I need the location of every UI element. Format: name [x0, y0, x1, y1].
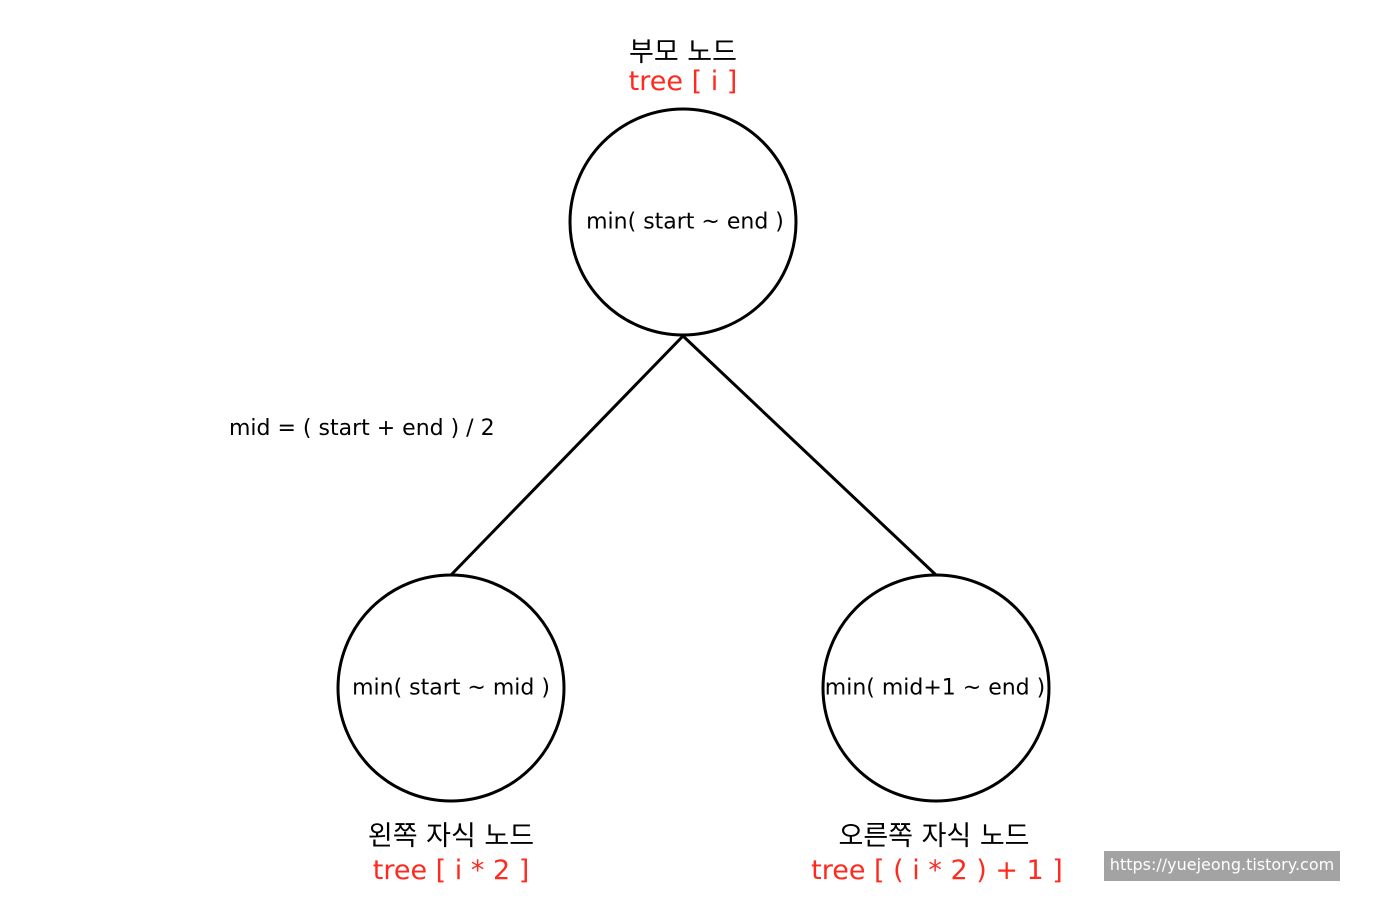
parent-node-index: tree [ i ] [628, 66, 738, 97]
edge-parent-left [449, 334, 685, 577]
left-child-node-index: tree [ i * 2 ] [372, 855, 530, 886]
blog-watermark: https://yuejeong.tistory.com [1104, 851, 1340, 881]
left-child-node-circle [336, 573, 566, 803]
parent-node-title: 부모 노드 [629, 37, 737, 68]
right-child-node-circle [821, 573, 1051, 803]
edge-parent-right [681, 334, 938, 577]
parent-node-content: min( start ~ end ) [586, 209, 784, 235]
parent-node-circle [568, 107, 798, 337]
mid-formula: mid = ( start + end ) / 2 [229, 416, 495, 441]
right-child-node-content: min( mid+1 ~ end ) [824, 675, 1046, 701]
left-child-node-title: 왼쪽 자식 노드 [367, 821, 535, 852]
left-child-node-content: min( start ~ mid ) [352, 675, 550, 701]
right-child-node-index: tree [ ( i * 2 ) + 1 ] [811, 855, 1063, 886]
right-child-node-title: 오른쪽 자식 노드 [838, 821, 1030, 852]
